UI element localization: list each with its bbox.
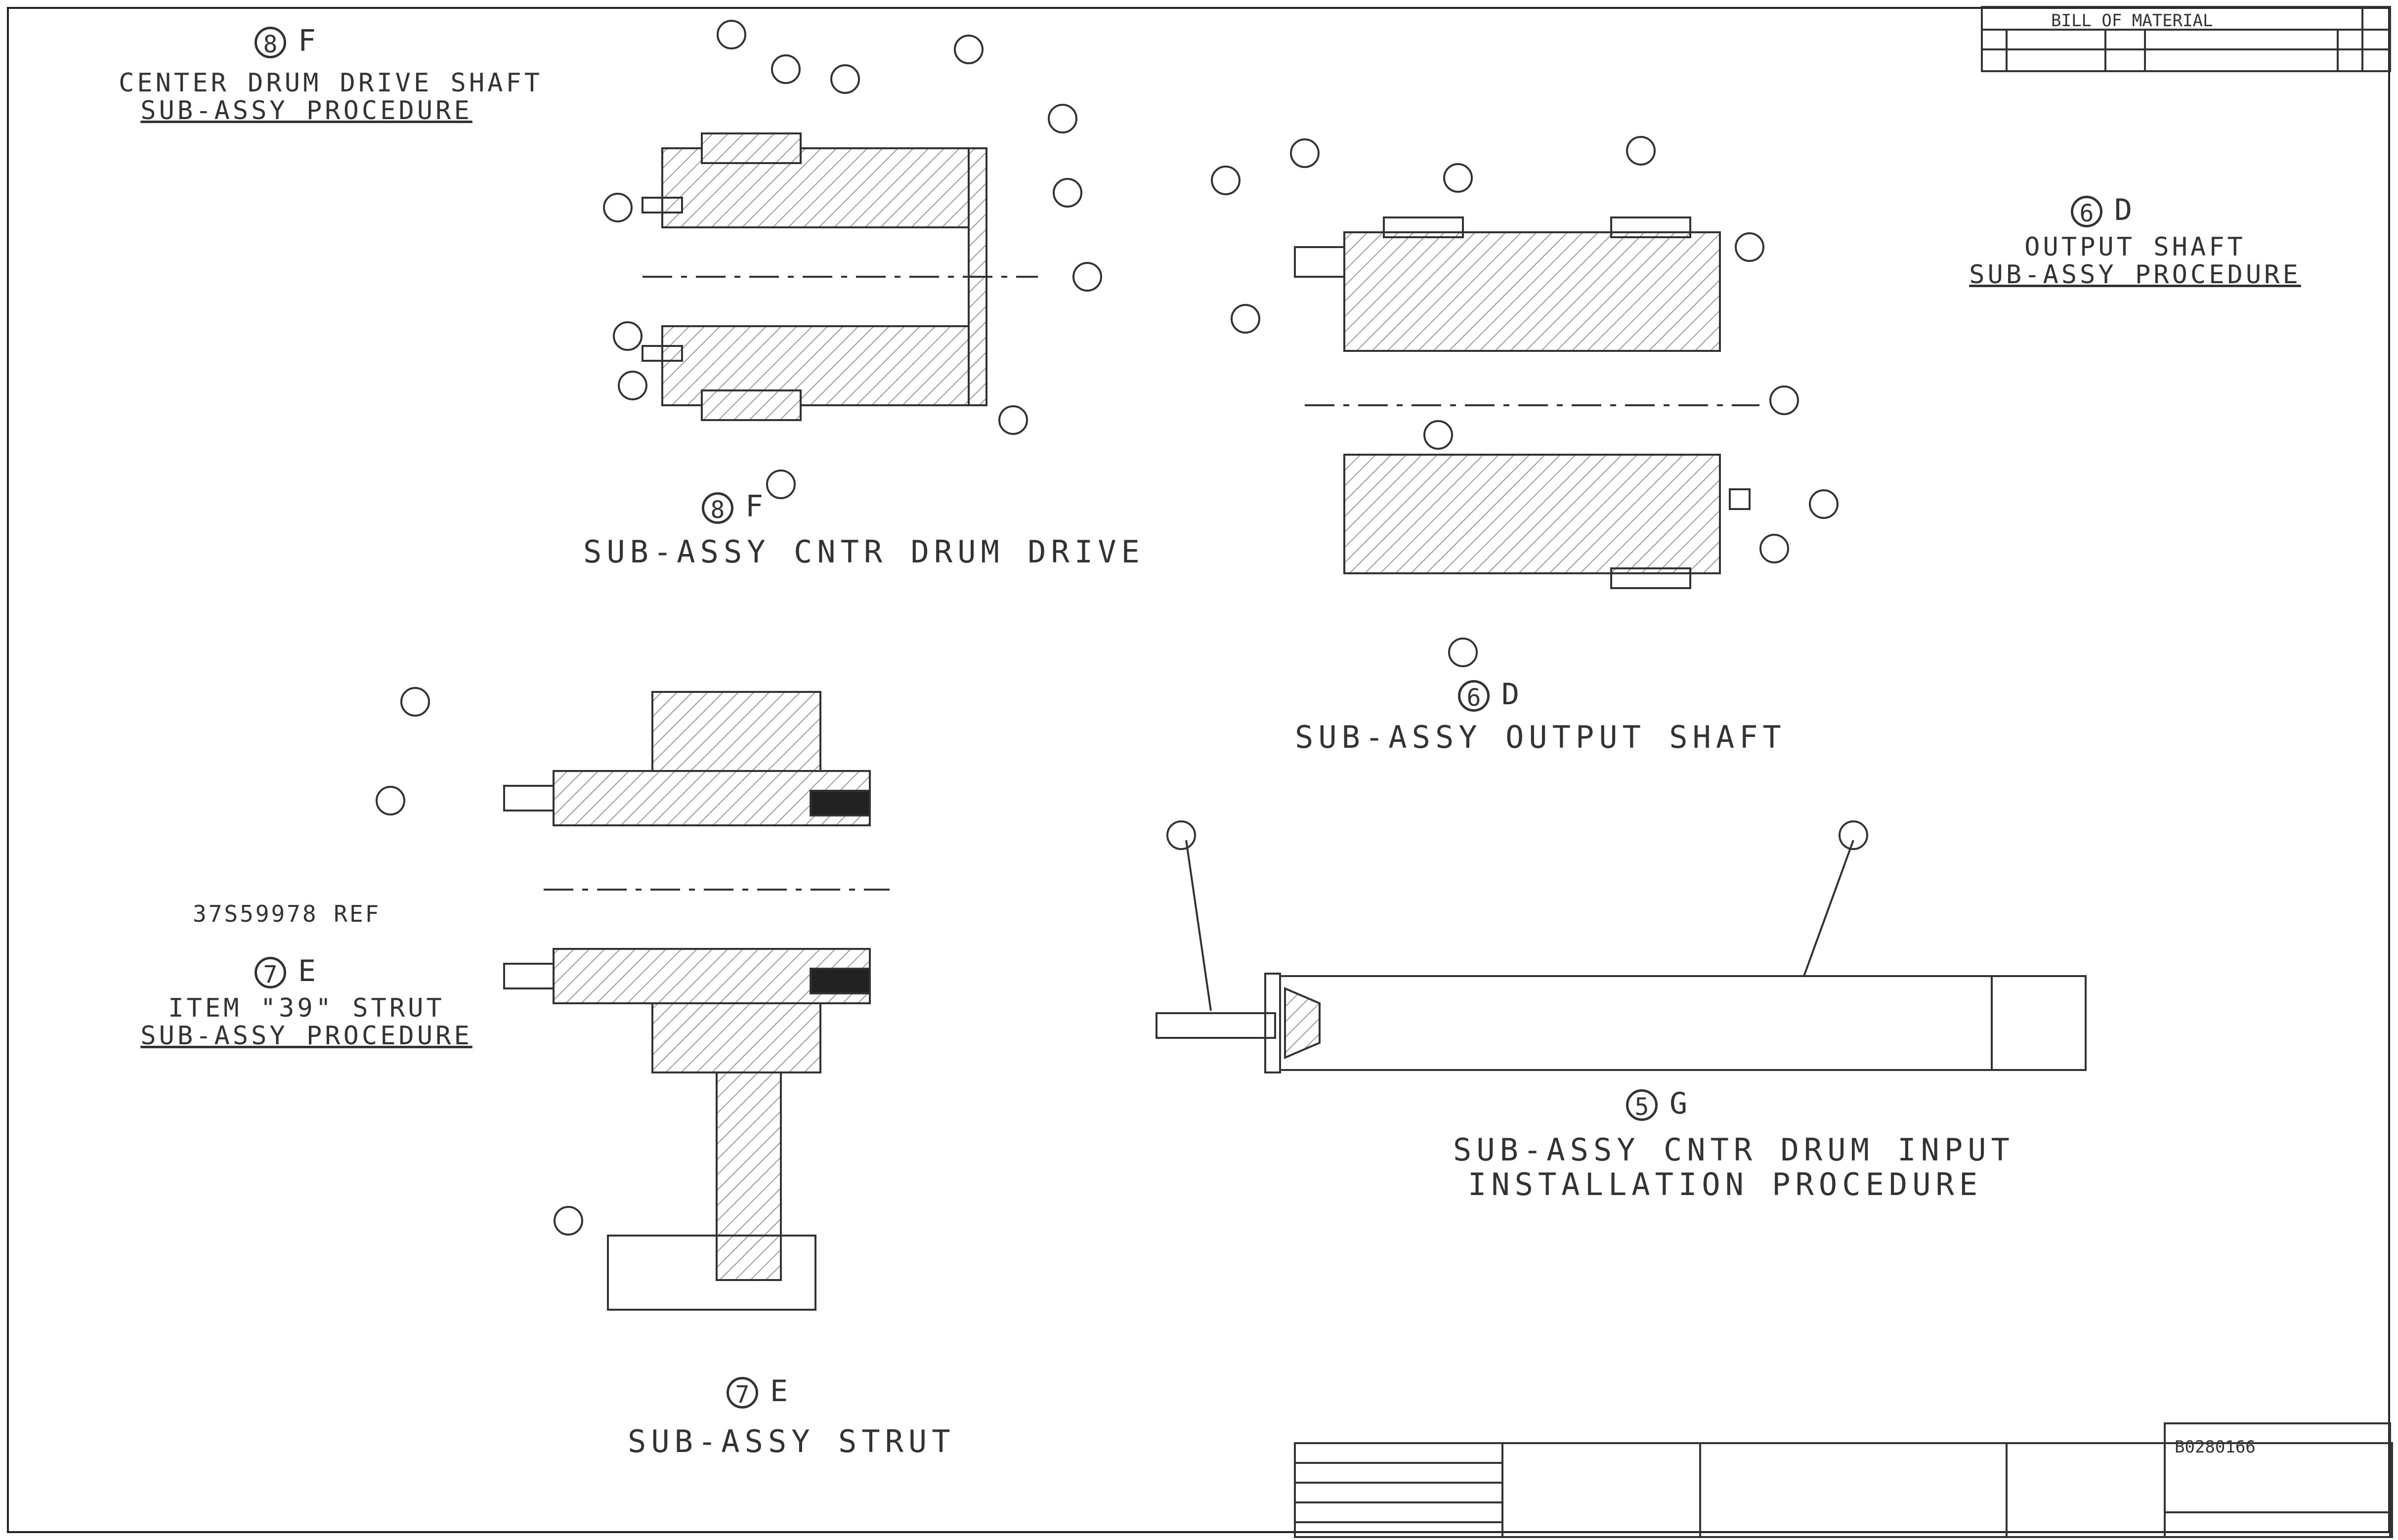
section-f-title-line1: CENTER DRUM DRIVE SHAFT	[119, 68, 543, 98]
section-f-number: 8	[255, 27, 286, 59]
drawing-e	[503, 691, 890, 1311]
section-g-number: 5	[1626, 1089, 1658, 1121]
section-e-caption: SUB-ASSY STRUT	[628, 1423, 955, 1459]
section-d-caption: SUB-ASSY OUTPUT SHAFT	[1295, 719, 1786, 755]
strut-ref-label: 37S59978 REF	[193, 900, 381, 927]
drawing-f	[642, 132, 1038, 421]
title-block-dwg-number: B0280166	[2175, 1437, 2256, 1457]
section-d-caption-letter: D	[1501, 677, 1520, 712]
section-e-number: 7	[255, 957, 286, 989]
section-e-caption-letter: E	[770, 1374, 788, 1409]
section-e-caption-number: 7	[727, 1377, 758, 1409]
section-g-caption-line1: SUB-ASSY CNTR DRUM INPUT	[1453, 1132, 2014, 1168]
callout-bubbles	[376, 20, 1868, 1236]
section-f-caption-number: 8	[702, 492, 733, 524]
section-e-title-line2: SUB-ASSY PROCEDURE	[140, 1021, 472, 1051]
section-d-title-line1: OUTPUT SHAFT	[2024, 232, 2246, 262]
section-f-caption-letter: F	[745, 489, 764, 524]
section-d-title-line2: SUB-ASSY PROCEDURE	[1969, 260, 2301, 290]
section-g-letter: G	[1670, 1086, 1688, 1121]
section-e-title-line1: ITEM "39" STRUT	[168, 993, 445, 1023]
section-d-letter: D	[2114, 193, 2133, 227]
section-d-number: 6	[2071, 196, 2102, 228]
bom-table	[1981, 6, 2391, 72]
drawing-d	[1294, 216, 1759, 589]
section-f-letter: F	[298, 24, 316, 58]
bom-title: BILL OF MATERIAL	[2051, 11, 2213, 31]
title-block	[1294, 1422, 2393, 1538]
section-f-title-line2: SUB-ASSY PROCEDURE	[140, 96, 472, 126]
section-f-caption: SUB-ASSY CNTR DRUM DRIVE	[583, 534, 1145, 570]
section-d-caption-number: 6	[1458, 680, 1490, 712]
section-e-letter: E	[298, 954, 316, 988]
drawing-frame	[7, 7, 2390, 1533]
section-g-caption-line2: INSTALLATION PROCEDURE	[1468, 1166, 1983, 1202]
drawing-g	[1156, 840, 2087, 1073]
